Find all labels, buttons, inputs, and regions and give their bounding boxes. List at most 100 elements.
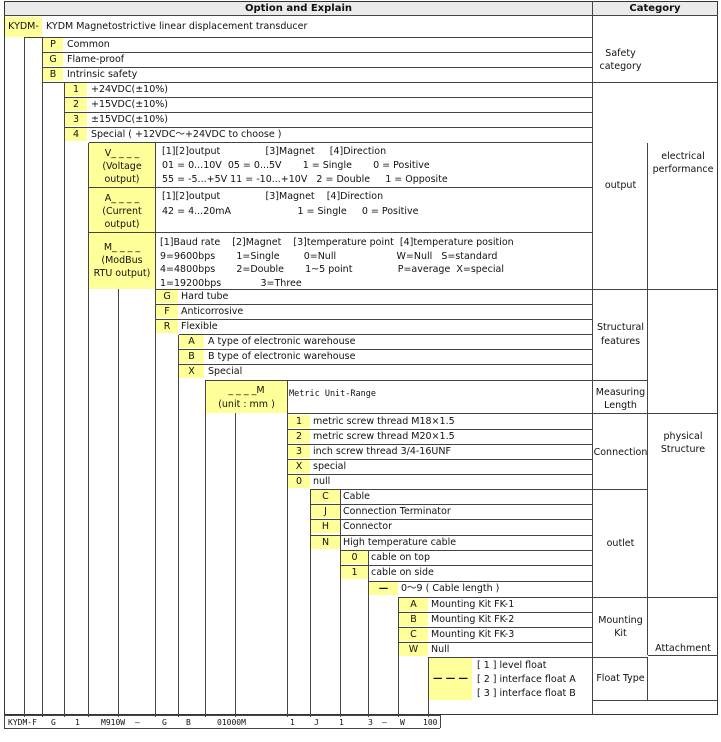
connection-code: 0 xyxy=(288,475,310,488)
mounting-label: Mounting Kit FK-3 xyxy=(431,629,515,640)
float-item: [ 3 ] interface float B xyxy=(477,688,576,699)
connection-label: metric screw thread M20×1.5 xyxy=(313,431,455,442)
cat-physical: physical xyxy=(663,431,703,442)
voltage-line: 55 = -5...+5V 11 = -10...+10V 2 = Double… xyxy=(162,174,448,185)
modbus-line: [1]Baud rate [2]Magnet [3]temperature po… xyxy=(160,237,514,248)
cat-connection: Connection xyxy=(593,447,648,458)
power-code: 4 xyxy=(65,128,87,141)
current-name: output) xyxy=(104,219,140,230)
example-part: G xyxy=(51,718,56,727)
example-part: 3 xyxy=(368,718,373,727)
model-code: KYDM- xyxy=(5,17,42,37)
current-line: 42 = 4...20mA 1 = Single 0 = Positive xyxy=(162,206,419,217)
connection-label: inch screw thread 3/4-16UNF xyxy=(313,446,451,457)
example-part: — xyxy=(382,718,387,727)
example-part: M910W xyxy=(101,718,126,727)
float-item: [ 2 ] interface float A xyxy=(477,674,576,685)
table-frame xyxy=(4,1,718,715)
voltage-line: 01 = 0...10V 05 = 0...5V 1 = Single 0 = … xyxy=(162,160,430,171)
tube-label: Hard tube xyxy=(181,291,229,302)
tube-label: Anticorrosive xyxy=(181,306,244,317)
voltage-name: output) xyxy=(104,174,140,185)
connection-label: metric screw thread M18×1.5 xyxy=(313,416,455,427)
power-code: 3 xyxy=(65,113,87,126)
outlet-code: C xyxy=(311,490,340,503)
connection-code: 2 xyxy=(288,430,310,443)
example-part: W xyxy=(400,718,405,727)
header-option: Option and Explain xyxy=(5,2,592,15)
cat-electrical: performance xyxy=(652,164,714,175)
cat-structural: Structural xyxy=(596,322,645,333)
safety-code: B xyxy=(43,68,63,81)
warehouse-code: B xyxy=(179,350,204,363)
mounting-code: B xyxy=(399,613,428,626)
header-category: Category xyxy=(593,2,717,15)
modbus-code: M_ _ _ _ xyxy=(103,242,141,253)
mounting-code: W xyxy=(399,643,428,656)
cat-mounting: Kit xyxy=(614,628,627,639)
float-item: [ 1 ] level float xyxy=(477,660,547,671)
cat-safety: Safety xyxy=(605,48,636,59)
outlet-label: Cable xyxy=(343,491,370,502)
cable-pos-code: 0 xyxy=(341,551,368,564)
cable-pos-label: cable on top xyxy=(371,552,430,563)
voltage-line: [1][2]output [3]Magnet [4]Direction xyxy=(162,146,387,157)
example-part: B xyxy=(186,718,191,727)
tube-code: F xyxy=(156,305,178,318)
outlet-code: H xyxy=(311,520,340,533)
safety-label: Flame-proof xyxy=(67,54,125,65)
mounting-label: Mounting Kit FK-1 xyxy=(431,599,515,610)
cat-float: Float Type xyxy=(596,673,645,684)
example-part: J xyxy=(314,718,319,727)
current-code: A_ _ _ _ xyxy=(104,193,140,204)
modbus-name: (ModBus xyxy=(101,255,143,266)
float-code: — — — xyxy=(432,673,469,684)
example-part: 100 xyxy=(423,718,438,727)
mounting-label: Mounting Kit FK-2 xyxy=(431,614,515,625)
connection-label: special xyxy=(313,461,347,472)
cat-physical: Structure xyxy=(660,444,706,455)
range-label: Metric Unit-Range xyxy=(289,389,376,399)
example-part: 01000M xyxy=(217,718,246,727)
modbus-name: RTU output) xyxy=(93,268,151,279)
cat-outlet: outlet xyxy=(606,538,635,549)
range-unit: (unit : mm ) xyxy=(218,399,275,410)
safety-code: G xyxy=(43,53,63,66)
cable-pos-label: cable on side xyxy=(371,567,434,578)
tube-label: Flexible xyxy=(181,321,218,332)
outlet-code: N xyxy=(311,536,340,549)
connection-code: 3 xyxy=(288,445,310,458)
safety-code: P xyxy=(43,38,63,51)
connection-code: X xyxy=(288,460,310,473)
power-label: +24VDC(±10%) xyxy=(91,84,168,95)
cat-attachment: Attachment xyxy=(655,643,711,654)
tube-code: R xyxy=(156,320,178,333)
modbus-line: 9=9600bps 1=Single 0=Null W=Null S=stand… xyxy=(160,251,498,262)
cat-output: output xyxy=(604,180,637,191)
power-code: 2 xyxy=(65,98,87,111)
power-label: +15VDC(±10%) xyxy=(91,99,168,110)
current-line: [1][2]output [3]Magnet [4]Direction xyxy=(162,191,384,202)
safety-label: Common xyxy=(67,39,110,50)
cable-length-code: — xyxy=(369,582,398,595)
mounting-code: A xyxy=(399,598,428,611)
cat-safety: category xyxy=(599,61,642,72)
cable-length-label: 0～9 ( Cable length ) xyxy=(401,583,500,594)
mounting-code: C xyxy=(399,628,428,641)
warehouse-code: A xyxy=(179,335,204,348)
power-label: Special ( +12VDC～+24VDC to choose ) xyxy=(91,129,282,140)
current-name: (Current xyxy=(102,206,142,217)
warehouse-code: X xyxy=(179,365,204,378)
example-part: 1 xyxy=(290,718,295,727)
cat-structural: features xyxy=(600,336,641,347)
warehouse-label: A type of electronic warehouse xyxy=(208,336,356,347)
cat-mounting: Mounting xyxy=(598,615,643,626)
cat-measuring: Measuring xyxy=(595,387,646,398)
warehouse-label: Special xyxy=(208,366,243,377)
model-title: KYDM Magnetostrictive linear displacemen… xyxy=(46,21,308,32)
outlet-label: Connection Terminator xyxy=(343,506,451,517)
outlet-label: Connector xyxy=(343,521,392,532)
cat-measuring: Length xyxy=(604,400,637,411)
power-label: ±15VDC(±10%) xyxy=(91,114,168,125)
modbus-line: 4=4800bps 2=Double 1~5 point P=average X… xyxy=(160,264,504,275)
